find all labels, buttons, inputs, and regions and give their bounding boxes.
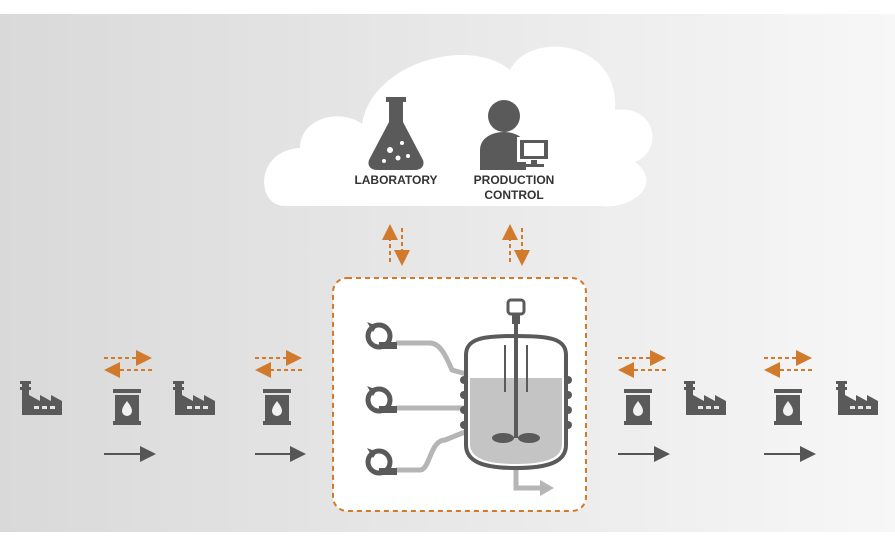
flask-icon bbox=[368, 97, 424, 170]
laboratory-label: LABORATORY bbox=[354, 173, 437, 187]
info-exchange-arrows bbox=[104, 350, 812, 378]
lab-data-arrows bbox=[382, 224, 410, 266]
production-label-line2: CONTROL bbox=[484, 188, 543, 202]
production-label-line1: PRODUCTION bbox=[474, 173, 555, 187]
outlet-pipe bbox=[513, 470, 554, 496]
reactor-vessel-icon bbox=[460, 298, 572, 471]
production-data-arrows bbox=[502, 224, 530, 266]
operator-computer-icon bbox=[480, 100, 551, 170]
cloud bbox=[264, 46, 653, 207]
feed-pipes bbox=[396, 340, 471, 473]
